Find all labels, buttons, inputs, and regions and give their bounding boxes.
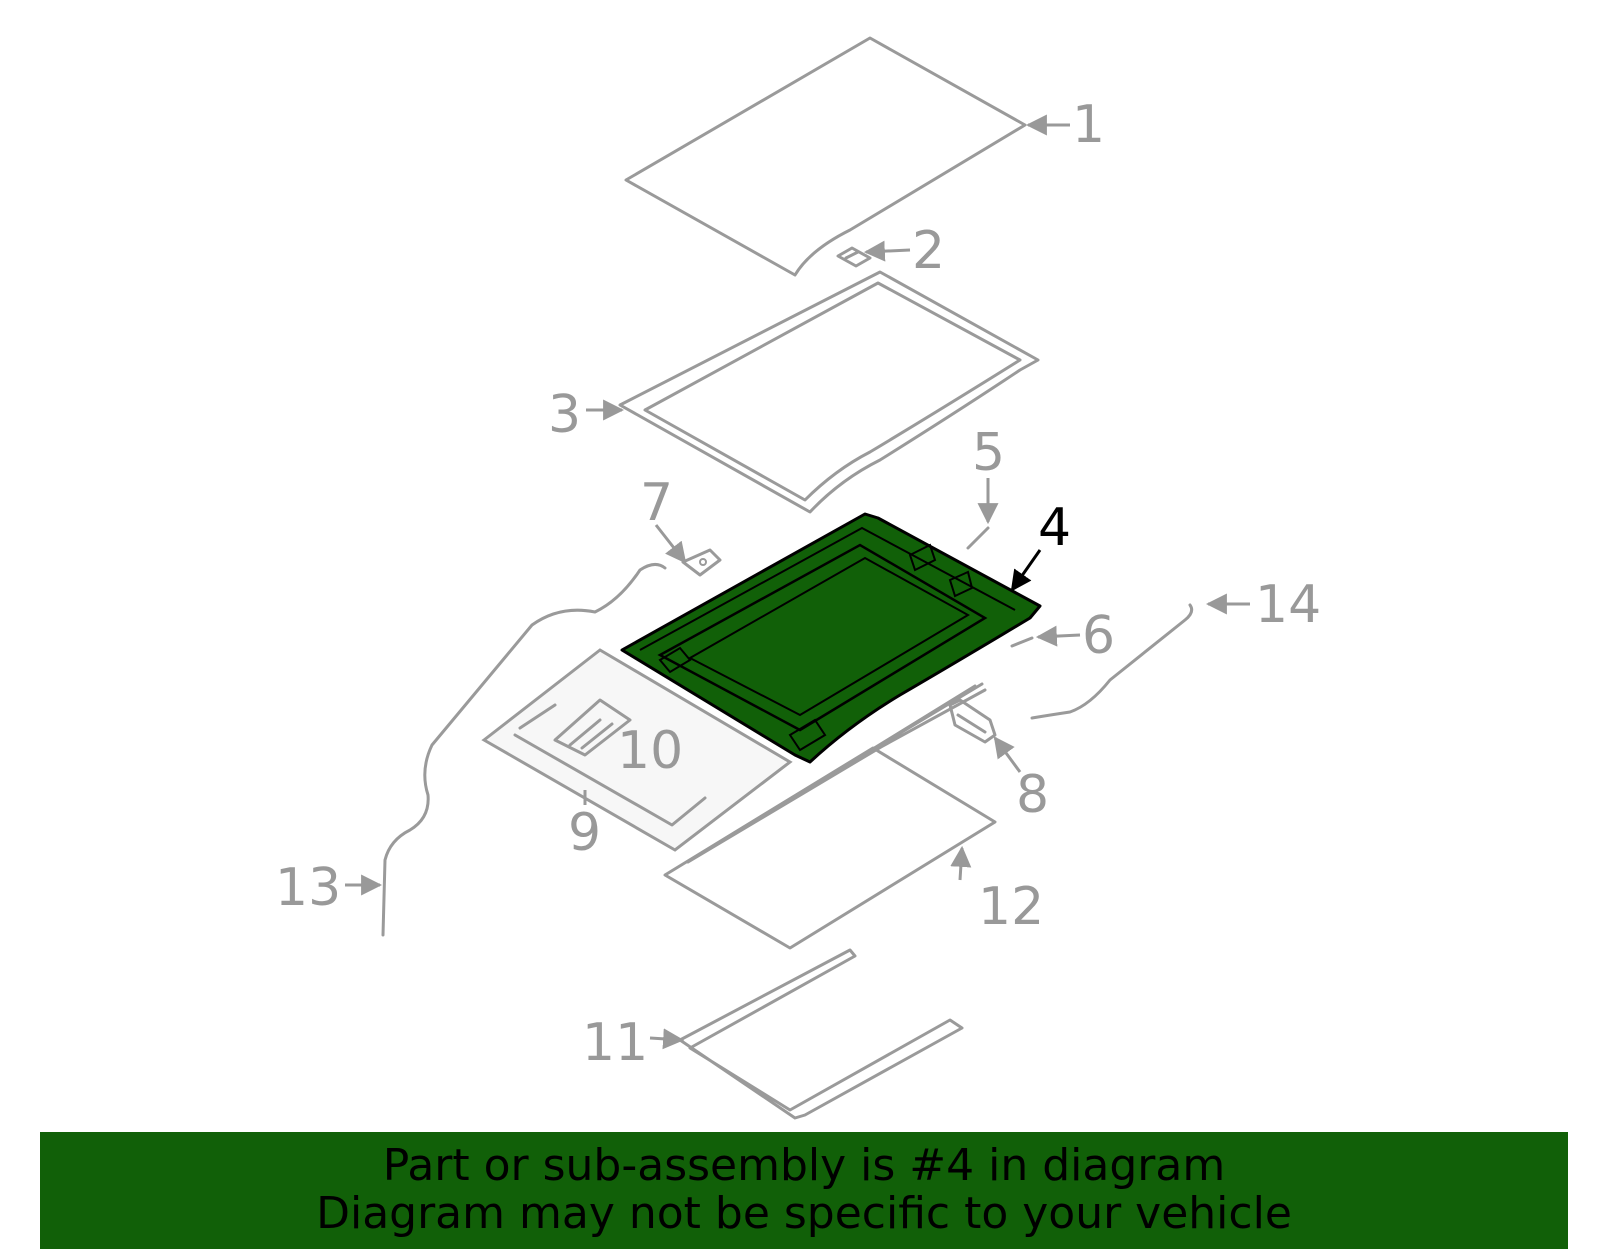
callout-14: 14 <box>1255 575 1321 635</box>
callout-10: 10 <box>617 721 683 781</box>
callout-1: 1 <box>1072 95 1105 155</box>
part-1-roof-panel <box>624 36 1027 277</box>
callout-11: 11 <box>582 1013 648 1073</box>
part-13-drain-hose <box>381 563 667 937</box>
callout-3: 3 <box>548 385 581 445</box>
part-9-shade-panel <box>481 648 793 852</box>
callout-9: 9 <box>568 803 601 863</box>
footer-line-2: Diagram may not be specific to your vehi… <box>316 1188 1292 1239</box>
part-10-clip <box>568 718 614 750</box>
callout-4: 4 <box>1038 498 1071 558</box>
part-7-bracket <box>681 548 722 577</box>
leader-lines <box>345 114 1250 1050</box>
part-8-motor <box>948 698 997 744</box>
callout-8: 8 <box>1016 765 1049 825</box>
part-2-clip <box>836 246 872 268</box>
part-11-rail <box>678 948 964 1120</box>
footer-banner: Part or sub-assembly is #4 in diagram Di… <box>40 1132 1568 1249</box>
callout-5: 5 <box>972 423 1005 483</box>
part-5-pin <box>966 526 990 550</box>
callout-7: 7 <box>640 473 673 533</box>
part-3-glass-panel <box>618 270 1040 514</box>
part-6-pin <box>1010 636 1034 648</box>
callout-12: 12 <box>978 877 1044 937</box>
callout-6: 6 <box>1082 606 1115 666</box>
part-12-slatted-shade <box>663 682 997 950</box>
callout-2: 2 <box>912 221 945 281</box>
part-4-sunroof-frame <box>620 512 1042 764</box>
part-14-drain-hose <box>1030 603 1194 720</box>
callout-13: 13 <box>275 858 341 918</box>
footer-line-1: Part or sub-assembly is #4 in diagram <box>382 1140 1226 1191</box>
